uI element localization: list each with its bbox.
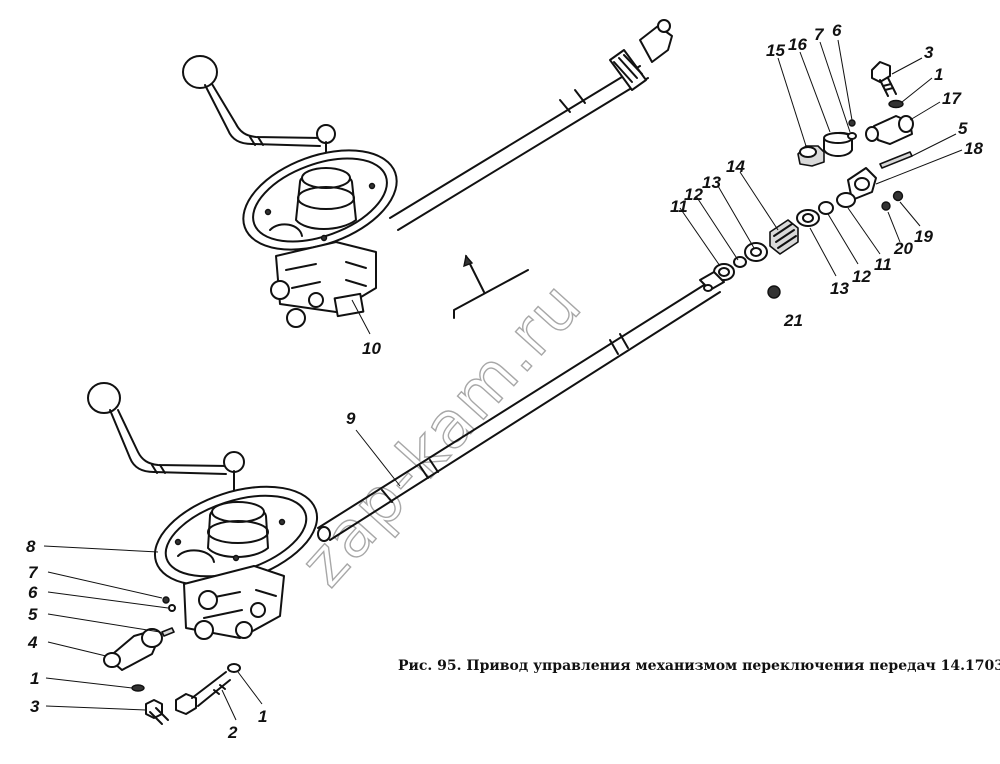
cup-part-16 bbox=[823, 132, 853, 157]
callout-1-left-a: 1 bbox=[30, 669, 39, 688]
callout-7-right: 7 bbox=[814, 25, 825, 44]
callout-17: 17 bbox=[942, 89, 962, 108]
upper-long-rod bbox=[389, 19, 673, 231]
ball-joint-part-4 bbox=[103, 628, 163, 671]
ring-part-12-left bbox=[733, 256, 747, 268]
washer-part-1 bbox=[888, 99, 904, 109]
callout-3-left: 3 bbox=[30, 697, 40, 716]
bushing-part-15 bbox=[797, 145, 825, 167]
ring-part-7-left bbox=[162, 596, 170, 604]
callout-11-top: 11 bbox=[670, 197, 688, 216]
ball-joint-part-17 bbox=[865, 115, 914, 145]
bushing-part-13-right bbox=[796, 209, 820, 227]
callout-10: 10 bbox=[362, 339, 381, 358]
callout-2: 2 bbox=[227, 723, 238, 742]
washer-part-1-left bbox=[131, 684, 145, 692]
callout-numbers: 10 9 8 7 6 5 4 1 3 2 1 15 16 7 6 3 1 17 … bbox=[26, 21, 983, 742]
upper-housing bbox=[242, 149, 398, 328]
callout-5-right: 5 bbox=[958, 119, 968, 138]
lower-shift-assembly bbox=[87, 382, 319, 725]
callout-6-right: 6 bbox=[832, 21, 842, 40]
washer-part-19 bbox=[892, 190, 904, 202]
bushing-part-13-left bbox=[744, 242, 768, 262]
bolt-part-3 bbox=[871, 61, 897, 97]
callout-1-right: 1 bbox=[934, 65, 943, 84]
seal-part-11-right bbox=[836, 192, 856, 208]
callout-21: 21 bbox=[783, 311, 803, 330]
callout-19: 19 bbox=[914, 227, 933, 246]
plug-part-21 bbox=[767, 285, 781, 299]
callout-7-left: 7 bbox=[28, 563, 39, 582]
bolt-part-2 bbox=[175, 671, 231, 715]
lower-shift-lever bbox=[87, 382, 245, 499]
travel-direction-arrow bbox=[453, 254, 529, 319]
callout-3-right: 3 bbox=[924, 43, 934, 62]
watermark: zap-kam.ru bbox=[287, 268, 597, 601]
shift-rod-part-9 bbox=[317, 271, 725, 542]
callout-5-left: 5 bbox=[28, 605, 38, 624]
ring-part-12-right bbox=[818, 201, 834, 215]
washer-part-1-right bbox=[227, 663, 241, 673]
callout-16: 16 bbox=[788, 35, 807, 54]
pin-part-5 bbox=[879, 151, 913, 169]
callout-15: 15 bbox=[766, 41, 785, 60]
leader-lines bbox=[43, 39, 963, 721]
callout-13-top: 13 bbox=[702, 173, 721, 192]
bolt-part-3-left bbox=[145, 699, 169, 725]
lower-housing-part-8 bbox=[153, 485, 319, 640]
callout-18: 18 bbox=[964, 139, 983, 158]
figure-caption: Рис. 95. Привод управления механизмом пе… bbox=[398, 658, 1000, 674]
callout-9: 9 bbox=[346, 409, 356, 428]
callout-11-bottom: 11 bbox=[874, 255, 892, 274]
nut-part-20 bbox=[881, 201, 891, 211]
spring-part-6-left bbox=[168, 604, 176, 612]
callout-1-left-b: 1 bbox=[258, 707, 267, 726]
callout-6-left: 6 bbox=[28, 583, 38, 602]
upper-shift-lever bbox=[182, 55, 336, 171]
pin-part-5-left bbox=[161, 627, 175, 637]
callout-12-top: 12 bbox=[684, 185, 703, 204]
ring-part-7 bbox=[847, 132, 857, 140]
callout-20: 20 bbox=[893, 239, 913, 258]
callout-14: 14 bbox=[726, 157, 745, 176]
callout-13-bottom: 13 bbox=[830, 279, 849, 298]
callout-4: 4 bbox=[27, 633, 38, 652]
callout-12-bottom: 12 bbox=[852, 267, 871, 286]
spring-part-6 bbox=[848, 119, 856, 127]
callout-8: 8 bbox=[26, 537, 36, 556]
upper-shift-assembly bbox=[182, 19, 673, 328]
